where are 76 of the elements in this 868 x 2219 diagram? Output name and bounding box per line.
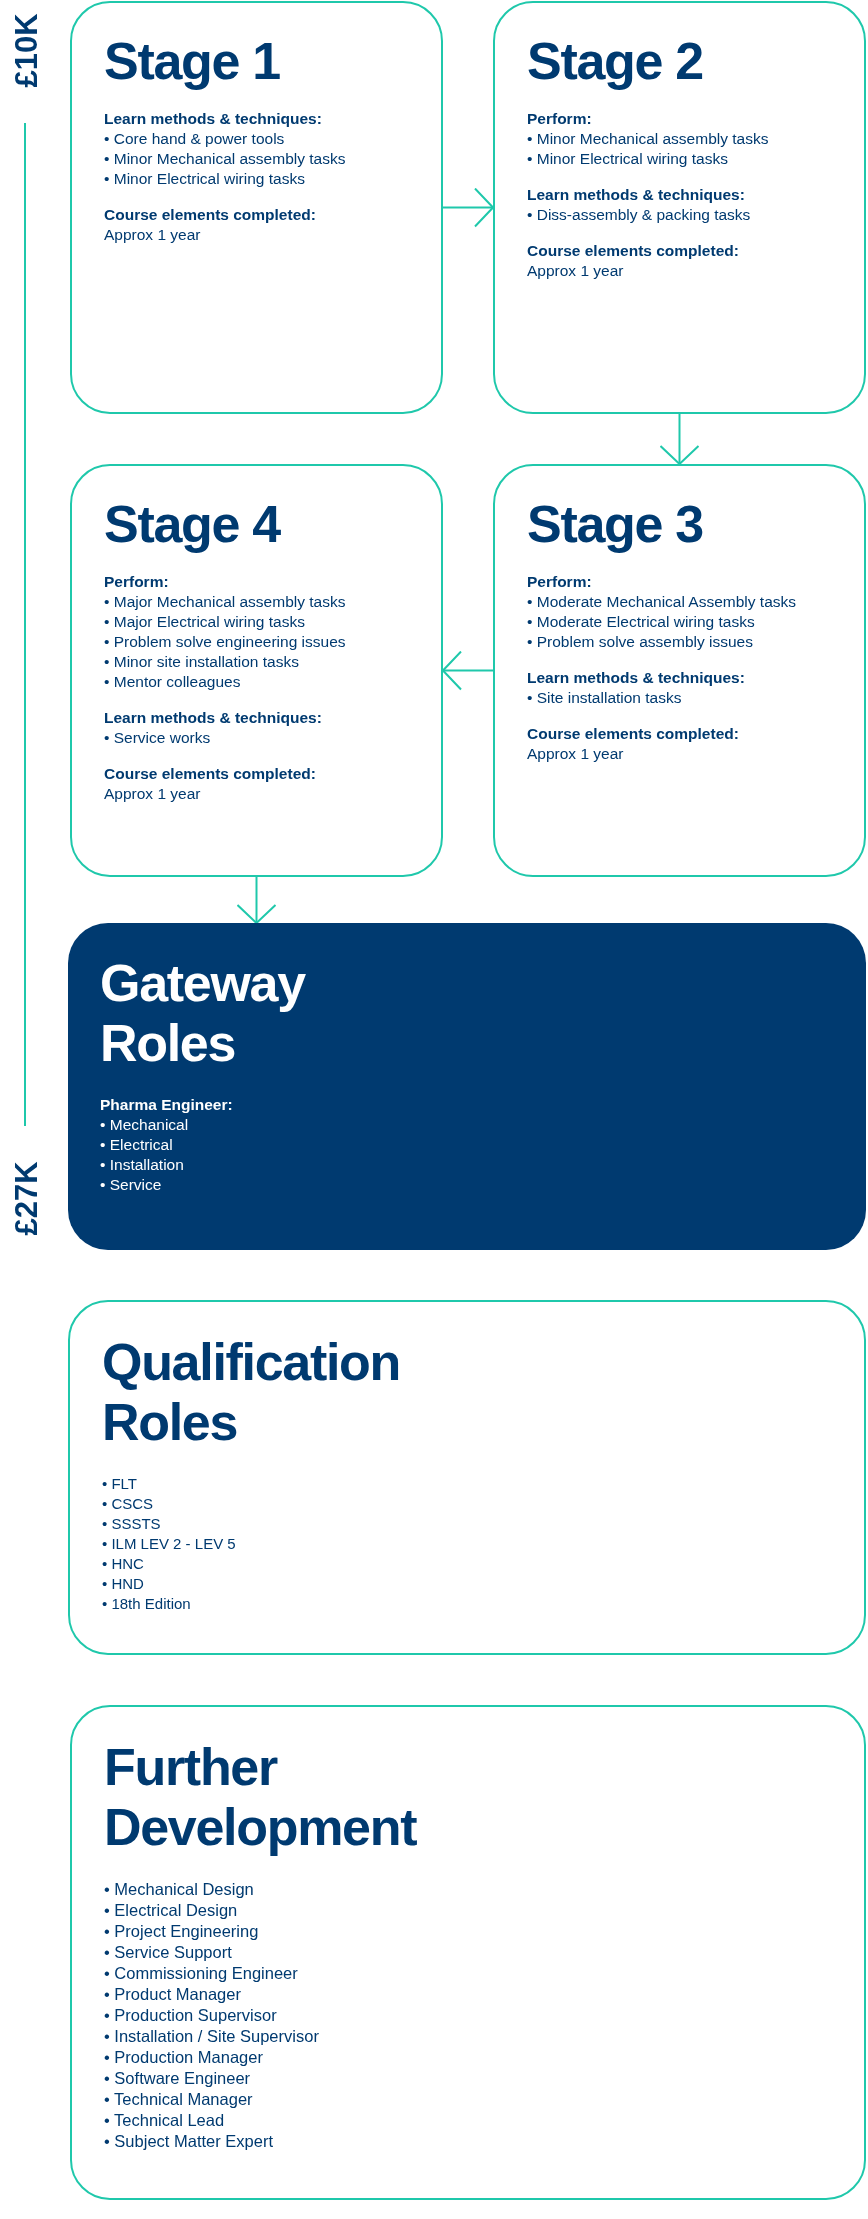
- list-item: Approx 1 year: [104, 784, 201, 804]
- list-item: • Product Manager: [104, 1984, 241, 2005]
- list-item: • Electrical Design: [104, 1900, 238, 1921]
- list-item: • Core hand & power tools: [104, 129, 285, 149]
- section-heading: Perform:: [527, 109, 592, 129]
- list-item: • Commissioning Engineer: [104, 1963, 298, 1984]
- salary-label: £10K: [7, 11, 45, 90]
- list-item: • Site installation tasks: [527, 688, 682, 708]
- list-item: • SSSTS: [102, 1514, 161, 1534]
- list-item: • Moderate Mechanical Assembly tasks: [527, 592, 797, 612]
- list-item: • CSCS: [102, 1494, 154, 1514]
- section-heading: Learn methods & techniques:: [527, 185, 745, 205]
- section-heading: Learn methods & techniques:: [104, 708, 322, 728]
- list-item: • Electrical: [100, 1135, 173, 1155]
- list-item: • Minor Mechanical assembly tasks: [104, 149, 346, 169]
- list-item: • Installation: [100, 1155, 184, 1175]
- list-item: • ILM LEV 2 - LEV 5: [102, 1534, 236, 1554]
- list-item: • Moderate Electrical wiring tasks: [527, 612, 755, 632]
- section-heading: Learn methods & techniques:: [527, 668, 745, 688]
- roles-card: [68, 923, 866, 1250]
- arrow: [442, 650, 494, 691]
- arrow: [442, 187, 494, 228]
- list-item: • Problem solve assembly issues: [527, 632, 753, 652]
- list-item: • Diss-assembly & packing tasks: [527, 205, 751, 225]
- list-item: • Major Electrical wiring tasks: [104, 612, 305, 632]
- list-item: • Mentor colleagues: [104, 672, 241, 692]
- list-item: • Installation / Site Supervisor: [104, 2026, 319, 2047]
- list-item: • 18th Edition: [102, 1594, 191, 1614]
- list-item: • Production Supervisor: [104, 2005, 277, 2026]
- stage-card: [70, 464, 443, 877]
- card-title: Stage 4: [104, 496, 282, 552]
- list-item: • Service works: [104, 728, 211, 748]
- stage-card: [493, 1, 866, 414]
- section-heading: Perform:: [104, 572, 169, 592]
- stage-card: [493, 464, 866, 877]
- list-item: • Minor Mechanical assembly tasks: [527, 129, 769, 149]
- list-item: • Project Engineering: [104, 1921, 259, 1942]
- section-heading: Learn methods & techniques:: [104, 109, 322, 129]
- list-item: Approx 1 year: [104, 225, 201, 245]
- list-item: • Minor site installation tasks: [104, 652, 299, 672]
- list-item: • Software Engineer: [104, 2068, 251, 2089]
- stage-card: [70, 1, 443, 414]
- section-heading: Course elements completed:: [104, 205, 316, 225]
- card-title: Stage 1: [104, 33, 281, 89]
- list-item: • Minor Electrical wiring tasks: [527, 149, 728, 169]
- salary-label: £27K: [7, 1159, 45, 1238]
- card-title: Gateway Roles: [100, 953, 307, 1073]
- section-heading: Course elements completed:: [104, 764, 316, 784]
- card-title: Further Development: [104, 1737, 418, 1857]
- list-item: • HND: [102, 1574, 144, 1594]
- list-item: • Major Mechanical assembly tasks: [104, 592, 346, 612]
- list-item: • Service: [100, 1175, 162, 1195]
- list-item: • Problem solve engineering issues: [104, 632, 346, 652]
- list-item: • Service Support: [104, 1942, 232, 1963]
- list-item: • Minor Electrical wiring tasks: [104, 169, 305, 189]
- list-item: Approx 1 year: [527, 744, 624, 764]
- arrow: [236, 876, 277, 924]
- arrow: [659, 413, 700, 465]
- section-heading: Course elements completed:: [527, 241, 739, 261]
- list-item: • Mechanical Design: [104, 1879, 254, 1900]
- card-title: Stage 2: [527, 33, 704, 89]
- section-heading: Perform:: [527, 572, 592, 592]
- list-item: • FLT: [102, 1474, 137, 1494]
- list-item: • Production Manager: [104, 2047, 263, 2068]
- list-item: • Mechanical: [100, 1115, 189, 1135]
- list-item: Approx 1 year: [527, 261, 624, 281]
- card-title: Stage 3: [527, 496, 704, 552]
- list-item: • Subject Matter Expert: [104, 2131, 273, 2152]
- list-item: • Technical Manager: [104, 2089, 253, 2110]
- section-heading: Pharma Engineer:: [100, 1095, 233, 1115]
- list-item: • HNC: [102, 1554, 144, 1574]
- card-title: Qualification Roles: [102, 1332, 402, 1452]
- section-heading: Course elements completed:: [527, 724, 739, 744]
- roles-card: [68, 1300, 866, 1655]
- roles-card: [70, 1705, 866, 2200]
- list-item: • Technical Lead: [104, 2110, 225, 2131]
